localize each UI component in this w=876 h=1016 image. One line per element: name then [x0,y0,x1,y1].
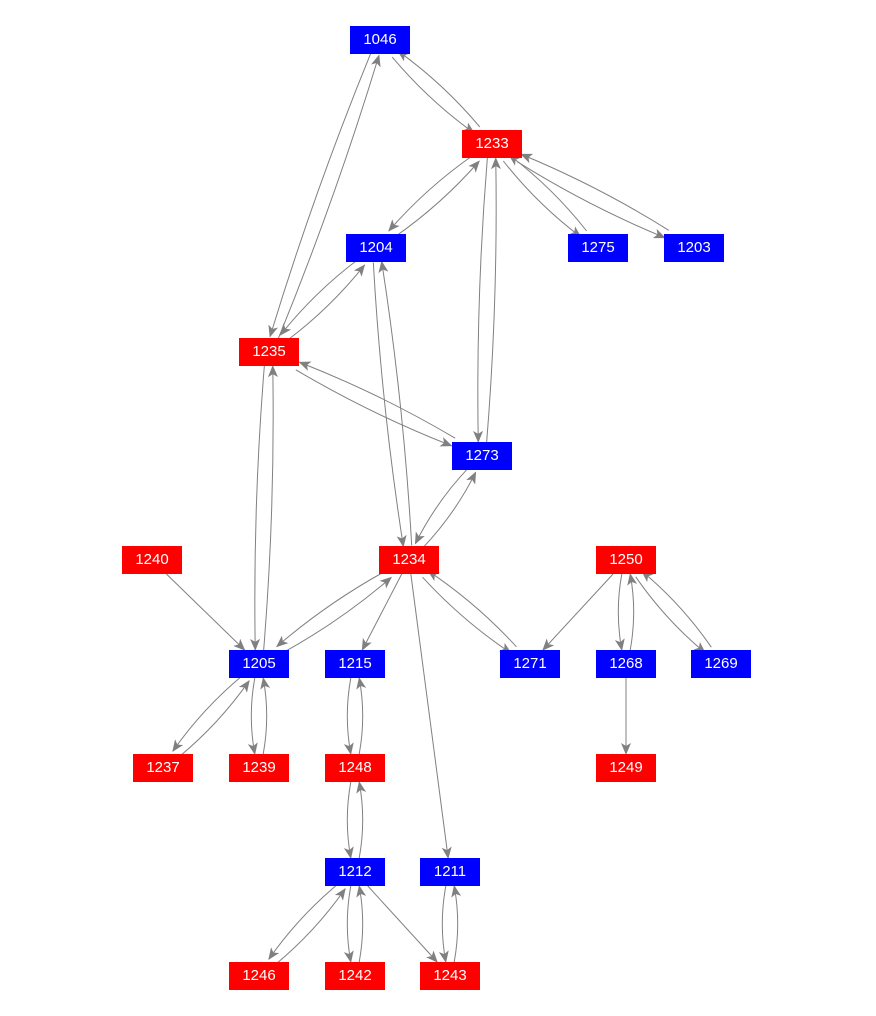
edge-1205-to-1234 [281,576,392,654]
node-1268[interactable]: 1268 [596,650,656,678]
edge-1233-to-1046 [397,50,481,128]
edge-1242-to-1212 [356,885,367,963]
node-1212[interactable]: 1212 [325,858,385,886]
edge-1235-to-1204 [286,264,366,342]
edge-1235-to-1205 [250,365,265,651]
node-1243[interactable]: 1243 [420,962,480,990]
edge-1273-to-1233 [486,157,501,443]
edge-1233-to-1273 [473,157,488,443]
edge-1243-to-1211 [451,885,462,963]
edge-1250-to-1271 [542,573,614,651]
edge-1268-to-1250 [627,573,638,651]
edge-1233-to-1204 [388,154,474,232]
node-1273[interactable]: 1273 [452,442,512,470]
node-1046[interactable]: 1046 [350,26,410,54]
node-1271[interactable]: 1271 [500,650,560,678]
node-1205[interactable]: 1205 [229,650,289,678]
edge-1212-to-1248 [356,781,367,859]
node-1242[interactable]: 1242 [325,962,385,990]
edge-1234-to-1271 [422,576,512,654]
edge-1248-to-1212 [343,781,354,859]
node-1250[interactable]: 1250 [596,546,656,574]
node-1246[interactable]: 1246 [229,962,289,990]
node-1215[interactable]: 1215 [325,650,385,678]
edge-1235-to-1273 [295,369,453,447]
edge-1211-to-1243 [438,885,449,963]
edge-1234-to-1211 [410,573,452,859]
edge-1204-to-1234 [372,262,407,548]
edge-1250-to-1268 [614,573,625,651]
edge-1275-to-1233 [508,154,588,232]
edge-1237-to-1205 [178,680,250,758]
edge-1233-to-1275 [502,160,582,238]
edge-1212-to-1246 [268,882,340,960]
edge-1239-to-1205 [260,677,271,755]
edge-1215-to-1248 [343,677,354,755]
edge-1234-to-1215 [361,573,403,651]
edge-1212-to-1243 [367,885,438,963]
edge-1234-to-1273 [421,471,477,549]
edge-1273-to-1235 [298,361,456,439]
edge-1204-to-1235 [279,258,359,336]
edge-1205-to-1239 [247,677,258,755]
edge-1212-to-1242 [343,885,354,963]
node-1248[interactable]: 1248 [325,754,385,782]
node-1240[interactable]: 1240 [122,546,182,574]
node-1234[interactable]: 1234 [379,546,439,574]
node-1235[interactable]: 1235 [239,338,299,366]
edge-1240-to-1205 [166,573,246,651]
node-1249[interactable]: 1249 [596,754,656,782]
edge-1234-to-1204 [378,260,413,546]
edge-1234-to-1205 [276,570,387,648]
edge-1235-to-1046 [277,54,381,340]
edge-1203-to-1233 [520,153,669,231]
edge-1250-to-1269 [635,576,706,654]
edge-1205-to-1237 [172,674,244,752]
node-1269[interactable]: 1269 [691,650,751,678]
edge-1269-to-1250 [641,570,712,648]
edge-1248-to-1215 [356,677,367,755]
node-1239[interactable]: 1239 [229,754,289,782]
edge-1246-to-1212 [274,888,346,966]
node-1237[interactable]: 1237 [133,754,193,782]
edge-1204-to-1233 [394,160,480,238]
node-1203[interactable]: 1203 [664,234,724,262]
node-1204[interactable]: 1204 [346,234,406,262]
node-1233[interactable]: 1233 [462,130,522,158]
node-1275[interactable]: 1275 [568,234,628,262]
edge-1233-to-1203 [517,161,666,239]
edge-1046-to-1235 [268,52,372,338]
edge-1205-to-1235 [263,365,278,651]
edge-1273-to-1234 [414,467,470,545]
edge-1046-to-1233 [391,56,475,134]
edge-1271-to-1234 [427,570,517,648]
node-1211[interactable]: 1211 [420,858,480,886]
